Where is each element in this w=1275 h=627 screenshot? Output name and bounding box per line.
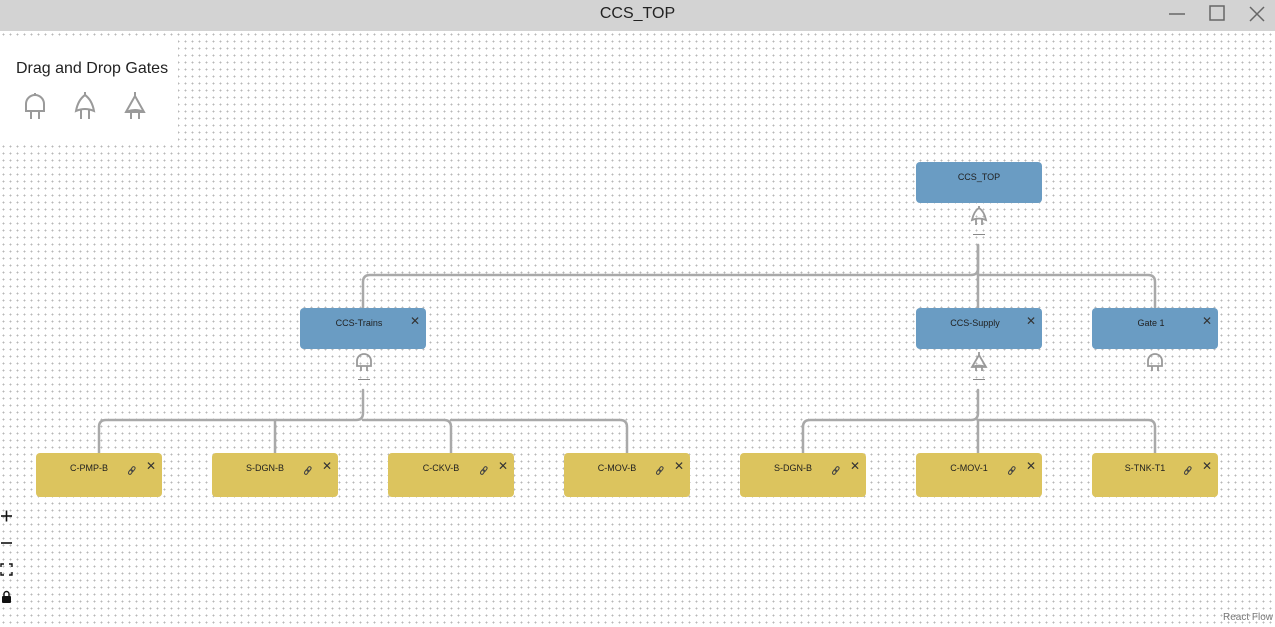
gate-palette: Drag and Drop Gates [0, 40, 178, 142]
fit-view-icon[interactable] [0, 562, 14, 582]
node-label: CCS-Trains [335, 318, 383, 328]
basic-event-node-s-dgn-b-2[interactable]: S-DGN-B ✕ [740, 453, 866, 497]
close-icon[interactable]: ✕ [409, 314, 420, 328]
close-icon[interactable]: ✕ [673, 459, 684, 473]
basic-event-node-s-tnk-t1[interactable]: S-TNK-T1 ✕ [1092, 453, 1218, 497]
vote-gate-icon[interactable] [122, 92, 148, 122]
basic-event-node-c-ckv-b[interactable]: C-CKV-B ✕ [388, 453, 514, 497]
link-icon[interactable] [303, 462, 312, 475]
gate-node-ccs-trains[interactable]: CCS-Trains ✕ [300, 308, 426, 349]
link-icon[interactable] [831, 462, 840, 475]
react-flow-attribution[interactable]: React Flow [1222, 612, 1273, 623]
vote-gate-icon [970, 352, 988, 374]
close-icon[interactable] [1246, 4, 1268, 26]
close-icon[interactable]: ✕ [849, 459, 860, 473]
node-label: C-PMP-B [70, 463, 108, 473]
close-icon[interactable]: ✕ [145, 459, 156, 473]
minimize-icon[interactable] [1166, 4, 1188, 26]
node-label: S-DGN-B [774, 463, 812, 473]
gate-divider [973, 379, 985, 380]
link-icon[interactable] [479, 462, 488, 475]
or-gate-icon[interactable] [72, 92, 98, 122]
basic-event-node-c-mov-b[interactable]: C-MOV-B ✕ [564, 453, 690, 497]
close-icon[interactable]: ✕ [497, 459, 508, 473]
zoom-in-icon[interactable] [0, 508, 14, 528]
basic-event-node-c-mov-1[interactable]: C-MOV-1 ✕ [916, 453, 1042, 497]
node-label: CCS_TOP [957, 172, 1001, 182]
node-label: C-MOV-B [597, 463, 637, 473]
lock-icon[interactable] [0, 589, 14, 609]
window-title: CCS_TOP [599, 5, 676, 22]
link-icon[interactable] [1183, 462, 1192, 475]
link-icon[interactable] [127, 462, 136, 475]
node-label: C-MOV-1 [950, 463, 988, 473]
zoom-out-icon[interactable] [0, 535, 14, 555]
link-icon[interactable] [1007, 462, 1016, 475]
gate-node-gate-1[interactable]: Gate 1 ✕ [1092, 308, 1218, 349]
and-gate-icon [1146, 352, 1164, 374]
basic-event-node-s-dgn-b[interactable]: S-DGN-B ✕ [212, 453, 338, 497]
gate-divider [973, 234, 985, 235]
close-icon[interactable]: ✕ [1025, 459, 1036, 473]
node-label: Gate 1 [1137, 318, 1165, 328]
node-label: S-TNK-T1 [1124, 463, 1166, 473]
flow-canvas[interactable] [0, 31, 1275, 627]
palette-heading: Drag and Drop Gates [16, 60, 169, 77]
gate-node-ccs-supply[interactable]: CCS-Supply ✕ [916, 308, 1042, 349]
gate-node-ccs-top[interactable]: CCS_TOP [916, 162, 1042, 203]
close-icon[interactable]: ✕ [1025, 314, 1036, 328]
node-label: S-DGN-B [246, 463, 284, 473]
close-icon[interactable]: ✕ [321, 459, 332, 473]
or-gate-icon [970, 206, 988, 228]
basic-event-node-c-pmp-b[interactable]: C-PMP-B ✕ [36, 453, 162, 497]
close-icon[interactable]: ✕ [1201, 314, 1212, 328]
and-gate-icon [355, 352, 373, 374]
close-icon[interactable]: ✕ [1201, 459, 1212, 473]
gate-divider [358, 379, 370, 380]
node-label: CCS-Supply [950, 318, 1000, 328]
link-icon[interactable] [655, 462, 664, 475]
node-label: C-CKV-B [422, 463, 460, 473]
window-titlebar: CCS_TOP [0, 0, 1275, 31]
and-gate-icon[interactable] [22, 92, 48, 122]
maximize-icon[interactable] [1206, 4, 1228, 26]
